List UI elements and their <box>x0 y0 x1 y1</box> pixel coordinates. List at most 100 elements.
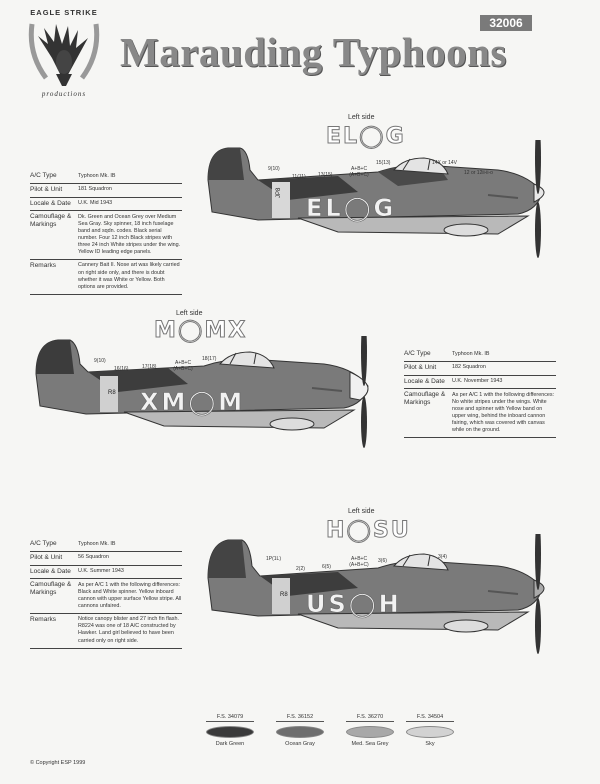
spec-row: A/C Type Typhoon Mk. IB <box>30 170 182 184</box>
swatch-fs-code: F.S. 36270 <box>346 714 394 722</box>
serial-number-2: R8 <box>108 390 116 396</box>
serial-number-3: R8 <box>280 592 288 598</box>
spec-value: Typhoon Mk. IB <box>452 350 490 357</box>
spec-table-3: A/C Type Typhoon Mk. IB Pilot & Unit 56 Sq… <box>30 538 182 649</box>
spec-value: As per A/C 1 with the following differen… <box>78 581 182 609</box>
aircraft-profile-3: R8 US◯H <box>207 534 545 654</box>
side-label-2: Left side <box>176 310 203 317</box>
spec-row: A/C Type Typhoon Mk. IB <box>404 348 556 362</box>
spec-label: Pilot & Unit <box>30 553 63 561</box>
copyright-text: © Copyright ESP 1999 <box>30 760 86 766</box>
spec-value: Notice canopy blister and 27 inch fin fl… <box>78 616 179 644</box>
swatch-fs-code: F.S. 36152 <box>276 714 324 722</box>
spec-label: Pilot & Unit <box>30 185 63 193</box>
callout: 16(16) <box>114 366 129 372</box>
fuselage-code-2: XM◯M <box>140 388 245 416</box>
spec-table-1: A/C Type Typhoon Mk. IB Pilot & Unit 181 S… <box>30 170 182 295</box>
spec-label: A/C Type <box>404 350 431 357</box>
spec-row: A/C Type Typhoon Mk. IB <box>30 538 182 552</box>
brand-bottom-text: productions <box>41 90 87 98</box>
swatch-med-sea-grey: F.S. 36270 Med. Sea Grey <box>340 714 400 747</box>
spec-label: A/C Type <box>30 172 57 179</box>
fuselage-code-3: US◯H <box>306 590 402 618</box>
callout: 12 or 12ii-ii-o <box>464 170 493 176</box>
spec-row: Camouflage & Markings As per A/C 1 with t… <box>30 579 182 614</box>
code-letters-2: M◯MX <box>153 318 248 344</box>
swatch-oval <box>206 726 254 738</box>
swatch-oval <box>276 726 324 738</box>
page-title: Marauding Typhoons <box>120 29 507 75</box>
brand-top-text: EAGLE STRIKE <box>30 8 98 17</box>
spec-value: Typhoon Mk. IB <box>78 172 116 179</box>
callout: 9(10) <box>268 166 280 172</box>
swatch-fs-code: F.S. 34079 <box>206 714 254 722</box>
spec-row: Remarks Notice canopy blister and 27 inch… <box>30 614 182 649</box>
spec-value: Dk. Green and Ocean Grey over Medium Sea… <box>78 213 181 255</box>
side-label-3: Left side <box>348 508 375 515</box>
swatch-oval <box>346 726 394 738</box>
spec-row: Pilot & Unit 56 Squadron <box>30 552 182 566</box>
callout: 11(11) <box>292 174 306 180</box>
side-label-1: Left side <box>348 114 375 121</box>
eagle-icon <box>28 23 100 86</box>
spec-row: Remarks Cannery Bait II. Nose art was lik… <box>30 260 182 295</box>
swatch-name: Med. Sea Grey <box>351 741 389 747</box>
fuselage-code-1: EL◯G <box>306 194 396 222</box>
swatch-sky: F.S. 34504 Sky <box>400 714 460 747</box>
callout: A+B+C (A+B+C) <box>349 166 369 178</box>
spec-row: Camouflage & Markings Dk. Green and Ocean… <box>30 211 182 260</box>
swatch-name: Sky <box>425 741 435 747</box>
spec-table-2: A/C Type Typhoon Mk. IB Pilot & Unit 182 S… <box>404 348 556 438</box>
spec-label: Locale & Date <box>404 377 445 385</box>
callout: 3(4) <box>438 554 447 560</box>
spec-row: Camouflage & Markings As per A/C 1 with t… <box>404 389 556 438</box>
callout: 9(10) <box>94 358 106 364</box>
callout: 6(5) <box>322 564 331 570</box>
spec-label: Camouflage & Markings <box>30 581 72 597</box>
callout: 3(6) <box>378 558 387 564</box>
callout: A+B+C (A+B+C) <box>173 360 193 372</box>
spec-value: 182 Squadron <box>452 364 486 371</box>
spec-row: Locale & Date U.K. Mid 1943 <box>30 198 182 212</box>
callout: 15(13) <box>376 160 391 166</box>
aircraft-profile-1: JP8 EL◯G <box>207 140 545 258</box>
spec-label: Pilot & Unit <box>404 363 437 371</box>
spec-value: 56 Squadron <box>78 554 109 561</box>
spec-label: Camouflage & Markings <box>404 391 446 407</box>
spec-row: Locale & Date U.K. Summer 1943 <box>30 566 182 580</box>
swatch-oval <box>406 726 454 738</box>
callout: 14X or 14V <box>432 160 458 166</box>
callout: A+B+C (A+B+C) <box>349 556 369 568</box>
callout: 13(15) <box>318 172 333 178</box>
swatch-ocean-gray: F.S. 36152 Ocean Gray <box>270 714 330 747</box>
eagle-strike-logo: EAGLE STRIKE productions <box>18 8 110 104</box>
serial-number-1: JP8 <box>276 187 282 198</box>
callout: 18(17) <box>202 356 217 362</box>
swatch-fs-code: F.S. 34504 <box>406 714 454 722</box>
swatch-name: Ocean Gray <box>285 741 315 747</box>
spec-row: Locale & Date U.K. November 1943 <box>404 376 556 390</box>
aircraft-profile-2: R8 XM◯M <box>35 336 369 448</box>
spec-label: Camouflage & Markings <box>30 213 72 229</box>
callout: 17(18) <box>142 364 157 370</box>
callout: 2(2) <box>296 566 305 572</box>
swatch-dark-green: F.S. 34079 Dark Green <box>200 714 260 747</box>
spec-label: Remarks <box>30 261 57 269</box>
swatch-name: Dark Green <box>215 741 245 747</box>
spec-value: Cannery Bait II. Nose art was likely car… <box>78 262 180 290</box>
spec-value: U.K. November 1943 <box>452 378 503 385</box>
catalog-code-badge: 32006 <box>480 15 532 31</box>
code-letters-3: H◯SU <box>326 518 411 544</box>
code-letters-1: EL◯G <box>326 124 406 150</box>
spec-label: Locale & Date <box>30 567 71 575</box>
spec-value: 181 Squadron <box>78 186 112 193</box>
spec-row: Pilot & Unit 181 Squadron <box>30 184 182 198</box>
spec-value: U.K. Mid 1943 <box>78 200 113 207</box>
spec-label: A/C Type <box>30 540 57 547</box>
spec-value: Typhoon Mk. IB <box>78 540 116 547</box>
callout: 1P(1L) <box>266 556 282 562</box>
spec-label: Locale & Date <box>30 199 71 207</box>
spec-value: As per A/C 1 with the following differen… <box>452 391 555 433</box>
spec-value: U.K. Summer 1943 <box>78 568 124 575</box>
spec-label: Remarks <box>30 615 57 623</box>
